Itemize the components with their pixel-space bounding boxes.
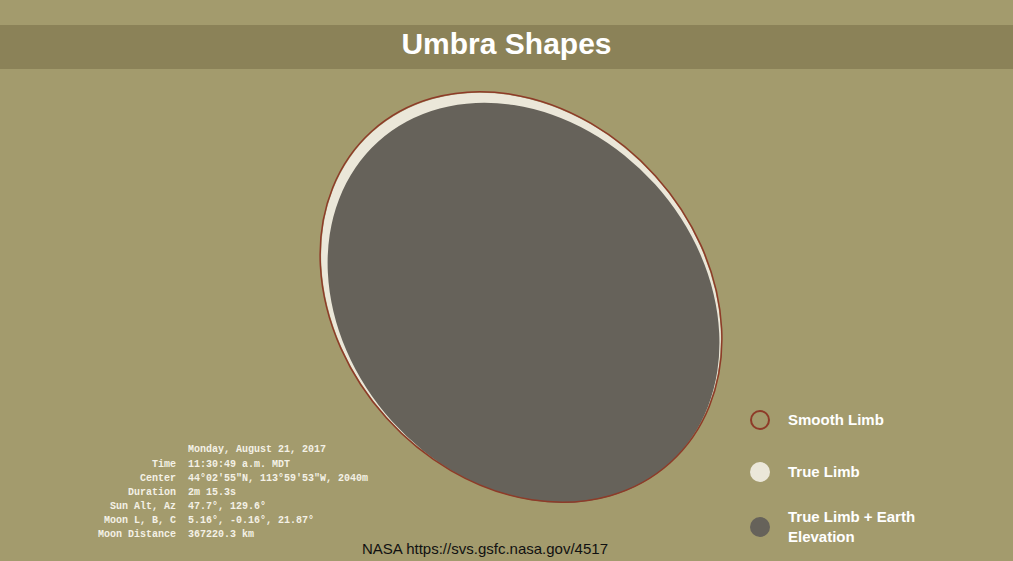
legend-text: True Limb — [788, 462, 958, 482]
legend-ring — [750, 410, 770, 430]
info-key: Center — [140, 473, 176, 485]
info-key: Sun Alt, Az — [110, 501, 176, 513]
info-value: 47.7°, 129.6° — [188, 501, 266, 513]
info-key: Moon Distance — [98, 529, 176, 541]
legend-text: Smooth Limb — [788, 410, 958, 430]
credit-note: NASA https://svs.gsfc.nasa.gov/4517 — [362, 540, 608, 557]
legend-text: True Limb + Earth Elevation — [788, 507, 958, 547]
info-value: 5.16°, -0.16°, 21.87° — [188, 515, 314, 527]
info-key: Time — [152, 459, 176, 471]
info-value: 2m 15.3s — [188, 487, 236, 499]
info-value: 11:30:49 a.m. MDT — [188, 459, 290, 471]
info-value: 367220.3 km — [188, 529, 254, 541]
info-value: Monday, August 21, 2017 — [188, 444, 326, 456]
legend-swatch — [750, 462, 770, 482]
legend-swatch — [750, 517, 770, 537]
info-key: Moon L, B, C — [104, 515, 176, 527]
info-value: 44°02'55"N, 113°59'53"W, 2040m — [188, 473, 368, 485]
info-key: Duration — [128, 487, 176, 499]
title: Umbra Shapes — [0, 27, 1013, 61]
